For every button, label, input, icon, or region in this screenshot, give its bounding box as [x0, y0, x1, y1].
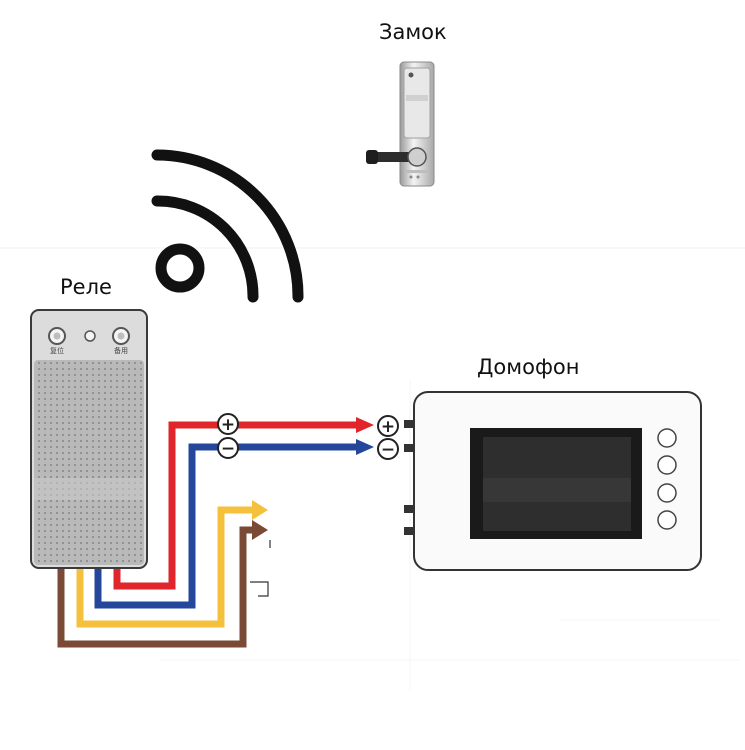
plus-symbol: +: [381, 417, 395, 437]
relay-device: 复位 备用: [30, 309, 148, 569]
plus-symbol: +: [221, 415, 235, 435]
relay-button-right-caption: 备用: [114, 346, 128, 355]
door-lock-icon: [366, 61, 435, 187]
intercom-device: [404, 391, 702, 571]
lock-label: Замок: [379, 20, 447, 44]
relay-button-left-caption: 复位: [50, 346, 64, 355]
minus-symbol: −: [221, 439, 235, 459]
background-artifacts: [0, 247, 745, 690]
intercom-label: Домофон: [477, 355, 580, 379]
arrow-blue: [356, 439, 374, 455]
arrow-brown: [252, 520, 268, 540]
intercom-button-3: [657, 483, 677, 503]
wire-yellow: [76, 506, 252, 628]
minus-symbol: −: [381, 440, 395, 460]
relay-label: Реле: [60, 275, 112, 299]
polarity-markers-relay: + −: [217, 413, 239, 459]
intercom-button-4: [657, 510, 677, 530]
wifi-signal-icon: [151, 149, 304, 303]
junction-marks: [250, 540, 271, 597]
arrow-yellow: [252, 500, 268, 520]
intercom-button-1: [657, 428, 677, 448]
intercom-button-2: [657, 455, 677, 475]
wire-blue: [94, 443, 358, 609]
wire-brown: [57, 526, 252, 648]
polarity-markers-intercom: + −: [377, 415, 399, 460]
arrow-red: [356, 417, 374, 433]
